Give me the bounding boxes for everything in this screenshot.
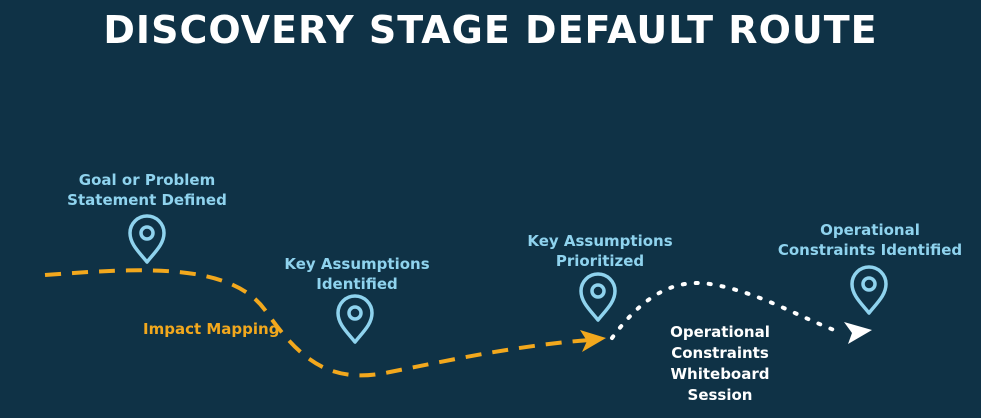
whiteboard-session-arrow-icon bbox=[844, 322, 872, 344]
whiteboard-session-label: Operational Constraints Whiteboard Sessi… bbox=[670, 323, 770, 404]
milestone-constraints-identified-label: Operational Constraints Identified bbox=[777, 221, 963, 259]
whiteboard-session-route-line bbox=[610, 281, 844, 340]
milestone-assumptions-prioritized-label: Key Assumptions Prioritized bbox=[527, 232, 673, 270]
location-pin-icon bbox=[579, 272, 617, 322]
location-pin-icon bbox=[336, 294, 374, 344]
location-pin-icon bbox=[850, 265, 888, 315]
impact-mapping-arrow-icon bbox=[580, 330, 606, 352]
location-pin-icon bbox=[128, 214, 166, 264]
milestone-assumptions-identified-label: Key Assumptions Identified bbox=[284, 255, 430, 293]
page-title: DISCOVERY STAGE DEFAULT ROUTE bbox=[103, 8, 878, 52]
impact-mapping-label: Impact Mapping bbox=[143, 320, 280, 338]
milestone-goal-defined-label: Goal or Problem Statement Defined bbox=[67, 171, 227, 209]
impact-mapping-route-line bbox=[44, 268, 591, 378]
